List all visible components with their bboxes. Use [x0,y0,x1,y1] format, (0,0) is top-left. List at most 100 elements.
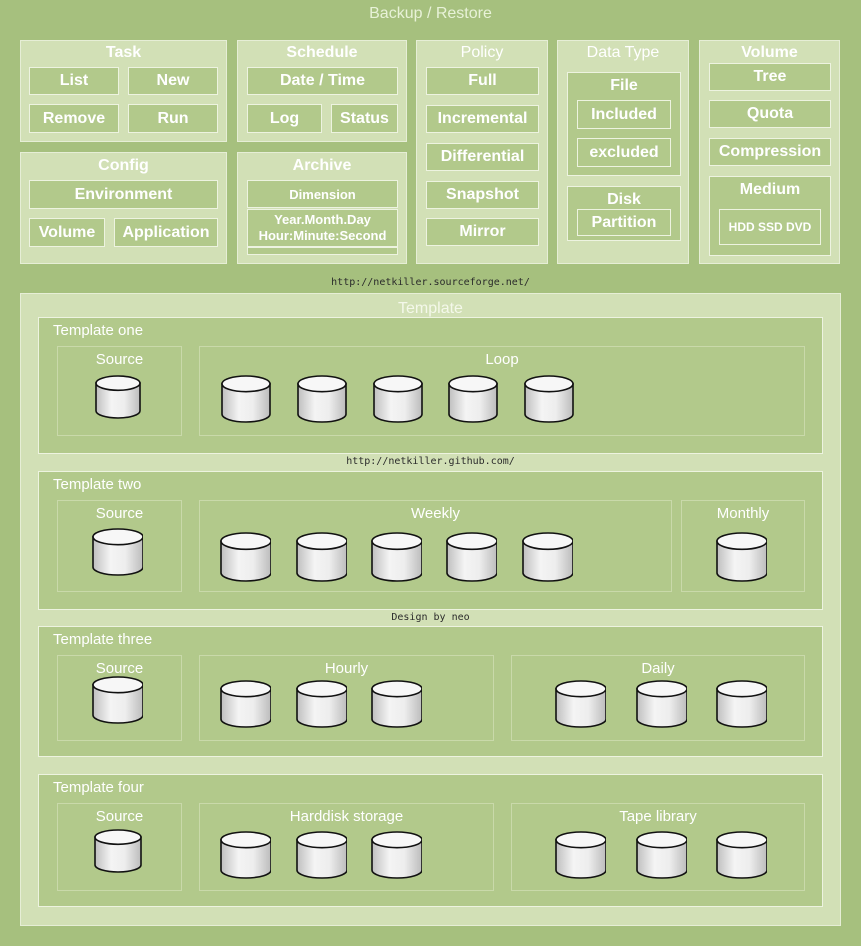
storage-cylinder-icon [95,375,141,419]
template-three-daily-group: Daily [511,655,805,741]
schedule-title: Schedule [286,44,358,61]
datatype-disk-title: Disk [607,191,641,208]
template-four-source-label: Source [95,808,144,825]
template-four-harddisk-label: Harddisk storage [289,808,404,825]
template-three-title: Template three [53,631,153,648]
task-run-button[interactable]: Run [128,104,218,133]
policy-snapshot-button[interactable]: Snapshot [426,181,539,209]
archive-empty-row [247,247,398,255]
config-volume-button[interactable]: Volume [29,218,105,247]
volume-quota-button[interactable]: Quota [709,100,831,128]
template-three-hourly-group: Hourly [199,655,494,741]
policy-mirror-button[interactable]: Mirror [426,218,539,246]
template-four-tape-label: Tape library [619,808,697,825]
storage-cylinder-icon [92,676,143,724]
schedule-log-button[interactable]: Log [247,104,322,133]
policy-full-button[interactable]: Full [426,67,539,95]
storage-cylinder-icon [220,680,271,728]
config-environment-button[interactable]: Environment [29,180,218,209]
sourceforge-url[interactable]: http://netkiller.sourceforge.net/ [331,277,530,288]
policy-incremental-button[interactable]: Incremental [426,105,539,133]
storage-cylinder-icon [716,831,767,879]
storage-cylinder-icon [555,680,606,728]
storage-cylinder-icon [220,831,271,879]
storage-cylinder-icon [371,831,422,879]
schedule-datetime-button[interactable]: Date / Time [247,67,398,95]
page-title: Backup / Restore [369,5,492,22]
datatype-excluded-button[interactable]: excluded [577,138,671,167]
config-panel: Config Environment Volume Application [20,152,227,264]
volume-compression-button[interactable]: Compression [709,138,831,166]
task-new-button[interactable]: New [128,67,218,95]
template-one-title: Template one [53,322,144,339]
volume-medium-group: Medium HDD SSD DVD [709,176,831,256]
archive-panel: Archive Dimension Year.Month.Day Hour:Mi… [237,152,407,264]
storage-cylinder-icon [371,532,422,582]
template-four-source-group: Source [57,803,182,891]
storage-cylinder-icon [716,680,767,728]
archive-format-time: Hour:Minute:Second [258,228,387,243]
template-two-weekly-group: Weekly [199,500,672,592]
storage-cylinder-icon [92,528,143,576]
template-two-weekly-label: Weekly [411,505,460,522]
design-credit: Design by neo [391,612,470,623]
archive-format-box[interactable]: Year.Month.Day Hour:Minute:Second [247,209,398,247]
template-three-daily-label: Daily [641,660,675,677]
template-four-title: Template four [53,779,144,796]
template-one-loop-group: Loop [199,346,805,436]
datatype-included-button[interactable]: Included [577,100,671,129]
template-one-source-label: Source [95,351,144,368]
storage-cylinder-icon [636,680,687,728]
task-remove-button[interactable]: Remove [29,104,119,133]
volume-panel: Volume Tree Quota Compression Medium HDD… [699,40,840,264]
datatype-panel: Data Type File Included excluded Disk Pa… [557,40,689,264]
template-two: Template two Source Weekly Monthly [38,471,823,610]
storage-cylinder-icon [448,375,498,423]
policy-differential-button[interactable]: Differential [426,143,539,171]
template-one-source-group: Source [57,346,182,436]
archive-title: Archive [292,157,352,174]
task-panel: Task List New Remove Run [20,40,227,142]
storage-cylinder-icon [524,375,574,423]
volume-tree-button[interactable]: Tree [709,63,831,91]
template-title: Template [398,300,463,317]
policy-panel: Policy Full Incremental Differential Sna… [416,40,548,264]
template-one: Template one Source Loop [38,317,823,454]
template-two-source-group: Source [57,500,182,592]
github-url[interactable]: http://netkiller.github.com/ [346,456,515,467]
storage-cylinder-icon [636,831,687,879]
schedule-panel: Schedule Date / Time Log Status [237,40,407,142]
storage-cylinder-icon [221,375,271,423]
archive-dimension-button[interactable]: Dimension [247,180,398,208]
template-three-source-label: Source [95,660,144,677]
datatype-partition-button[interactable]: Partition [577,209,671,236]
volume-media-button[interactable]: HDD SSD DVD [719,209,821,245]
archive-format-date: Year.Month.Day [274,212,371,227]
template-two-monthly-group: Monthly [681,500,805,592]
template-two-monthly-label: Monthly [716,505,770,522]
storage-cylinder-icon [296,831,347,879]
storage-cylinder-icon [373,375,423,423]
task-list-button[interactable]: List [29,67,119,95]
template-one-loop-label: Loop [485,351,519,368]
storage-cylinder-icon [296,680,347,728]
storage-cylinder-icon [522,532,573,582]
policy-title: Policy [460,44,504,61]
template-three-source-group: Source [57,655,182,741]
config-title: Config [98,157,149,174]
template-three: Template three Source Hourly Daily [38,626,823,757]
storage-cylinder-icon [371,680,422,728]
template-two-source-label: Source [95,505,144,522]
schedule-status-button[interactable]: Status [331,104,398,133]
storage-cylinder-icon [297,375,347,423]
volume-medium-title: Medium [739,181,801,198]
datatype-title: Data Type [586,44,660,61]
config-application-button[interactable]: Application [114,218,218,247]
volume-title: Volume [741,44,798,61]
storage-cylinder-icon [555,831,606,879]
template-four-tape-group: Tape library [511,803,805,891]
storage-cylinder-icon [94,829,142,873]
storage-cylinder-icon [446,532,497,582]
template-four: Template four Source Harddisk storage Ta… [38,774,823,907]
template-four-harddisk-group: Harddisk storage [199,803,494,891]
